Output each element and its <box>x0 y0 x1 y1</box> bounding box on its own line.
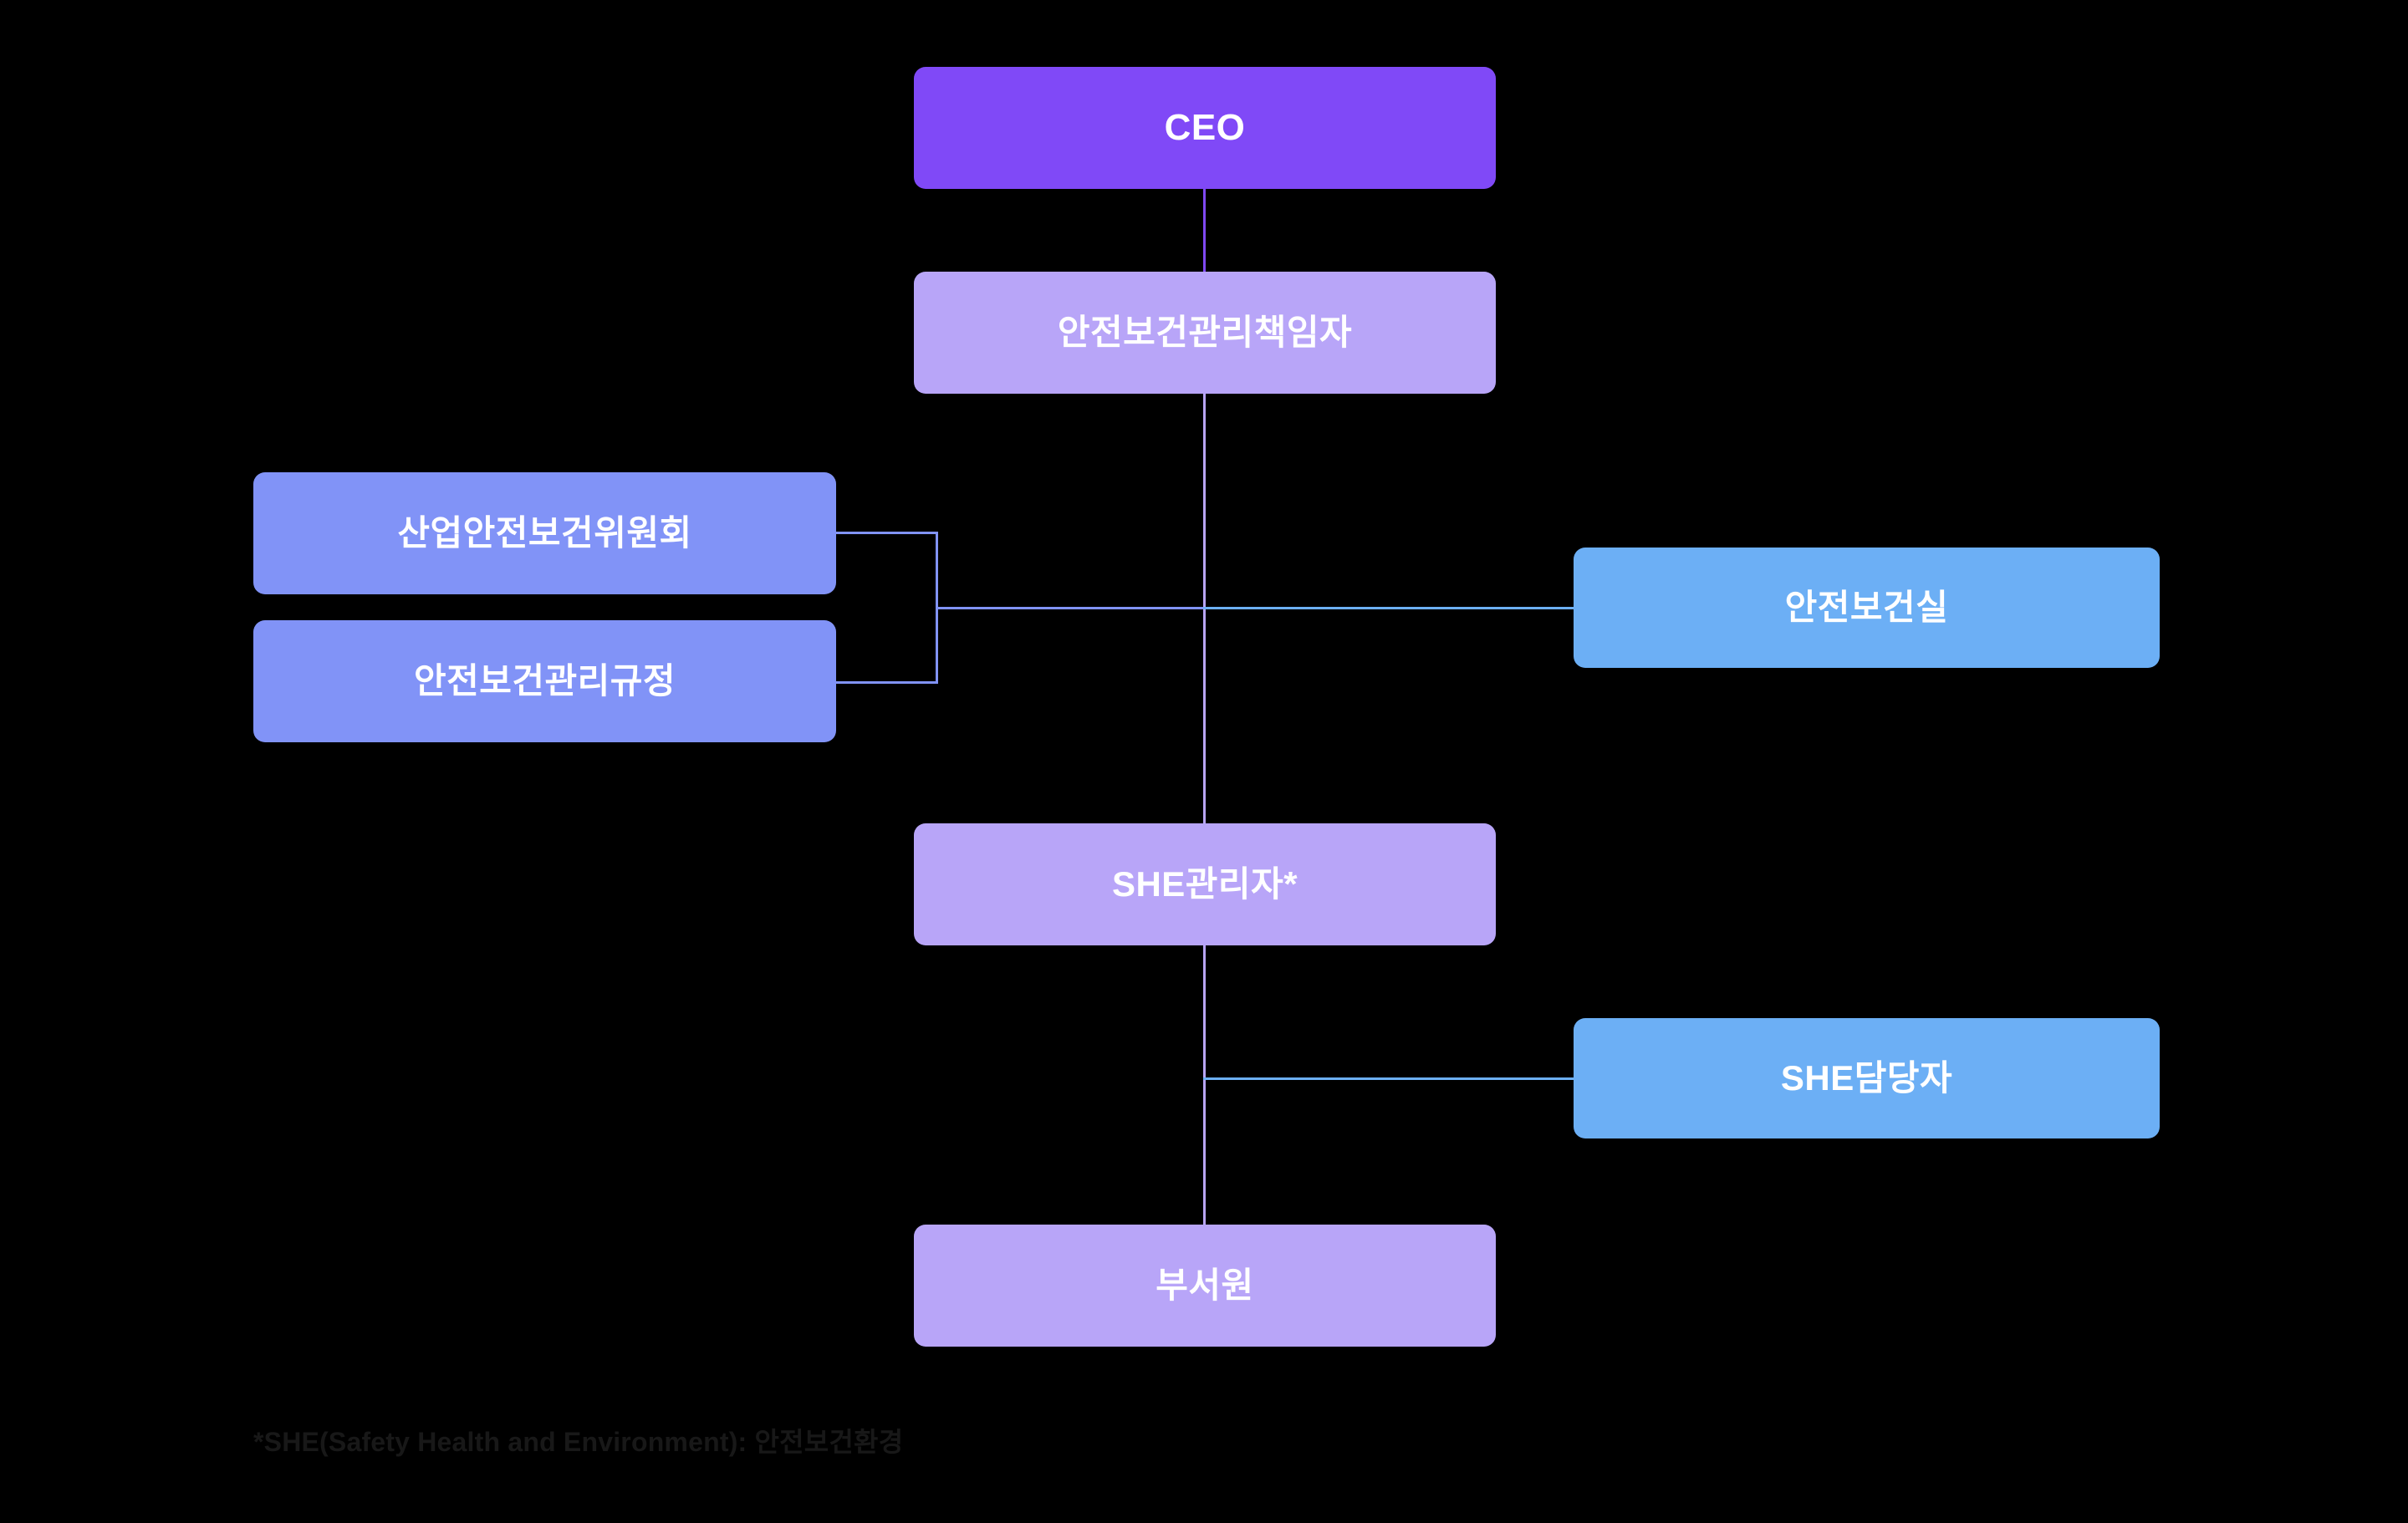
connector-regulation-branch <box>836 681 938 684</box>
connector-trunk-to-she-staff <box>1203 1077 1575 1080</box>
connector-left-bracket-to-trunk <box>936 607 1206 609</box>
node-she-manager[interactable]: SHE관리자* <box>914 823 1496 945</box>
node-ceo[interactable]: CEO <box>914 67 1496 189</box>
node-safety-health-management-regulation[interactable]: 안전보건관리규정 <box>253 620 836 742</box>
node-industrial-safety-health-committee[interactable]: 산업안전보건위원회 <box>253 472 836 594</box>
connector-ceo-to-safety-manager <box>1203 189 1206 272</box>
node-department-member[interactable]: 부서원 <box>914 1225 1496 1347</box>
connector-committee-branch <box>836 532 938 534</box>
footnote-she-definition: *SHE(Safety Health and Environment): 안전보… <box>253 1427 904 1457</box>
connector-she-manager-to-department-staff <box>1203 945 1206 1225</box>
node-safety-health-office[interactable]: 안전보건실 <box>1574 548 2160 668</box>
node-she-staff[interactable]: SHE담당자 <box>1574 1018 2160 1138</box>
node-safety-health-manager[interactable]: 안전보건관리책임자 <box>914 272 1496 394</box>
connector-trunk-to-she-office <box>1203 607 1575 609</box>
